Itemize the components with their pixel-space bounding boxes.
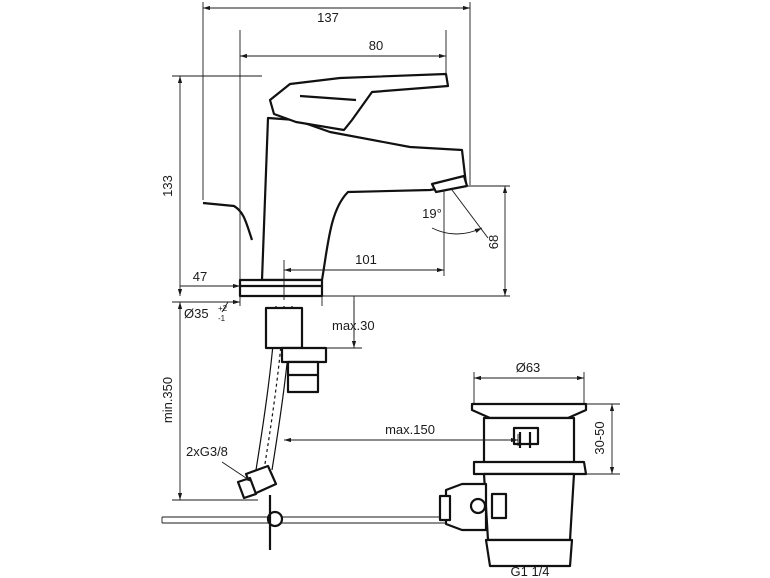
waste-adjust-label: 30-50: [592, 421, 607, 454]
faucet-body: [238, 116, 469, 298]
dimension-lines: [172, 2, 620, 501]
spout-height-label: 68: [486, 235, 501, 249]
waste-thread-label: G1 1/4: [510, 564, 549, 578]
overall-width-label: 137: [317, 10, 339, 25]
waste-diameter-label: Ø63: [516, 360, 541, 375]
deck-thickness-label: max.30: [332, 318, 375, 333]
spout-reach-label: 101: [355, 252, 377, 267]
fixing-set: [264, 306, 328, 394]
hose-length-label: min.350: [160, 377, 175, 423]
waste-fitting: [438, 402, 588, 568]
popup-rod: [202, 201, 254, 241]
spout-angle-label: 19°: [422, 206, 442, 221]
faucet-lever: [268, 72, 450, 132]
waste-reach-label: max.150: [385, 422, 435, 437]
connection-thread-label: 2xG3/8: [186, 444, 228, 459]
base-diameter-tol-minus: -1: [218, 314, 226, 323]
base-diameter-label: Ø35: [184, 306, 209, 321]
lever-width-label: 80: [369, 38, 383, 53]
base-offset-label: 47: [193, 269, 207, 284]
base-diameter-tol-plus: +2: [218, 304, 228, 313]
height-label: 133: [160, 175, 175, 197]
